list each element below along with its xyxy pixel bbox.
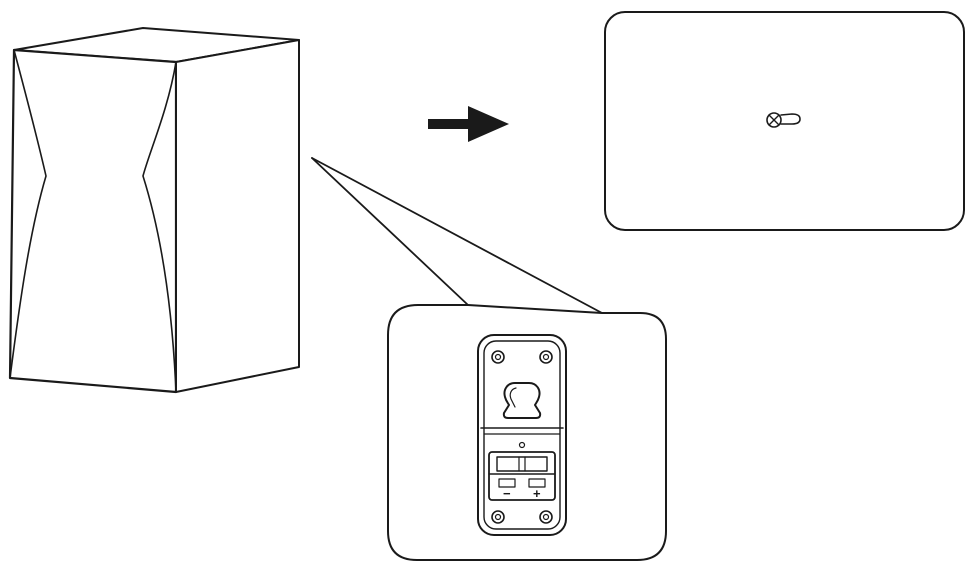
- terminal-positive-label: +: [533, 486, 541, 501]
- keyhole-slot-icon: [502, 382, 542, 419]
- speaker-terminal-icon: − +: [488, 441, 556, 501]
- terminal-negative-label: −: [503, 486, 511, 501]
- wall-panel-icon: [604, 11, 965, 231]
- callout-lines: [311, 157, 603, 314]
- speaker-box-icon: [8, 27, 300, 394]
- screw-icon: [766, 112, 801, 128]
- mounting-bracket-icon: [477, 334, 567, 536]
- arrow-right-icon: [428, 106, 509, 142]
